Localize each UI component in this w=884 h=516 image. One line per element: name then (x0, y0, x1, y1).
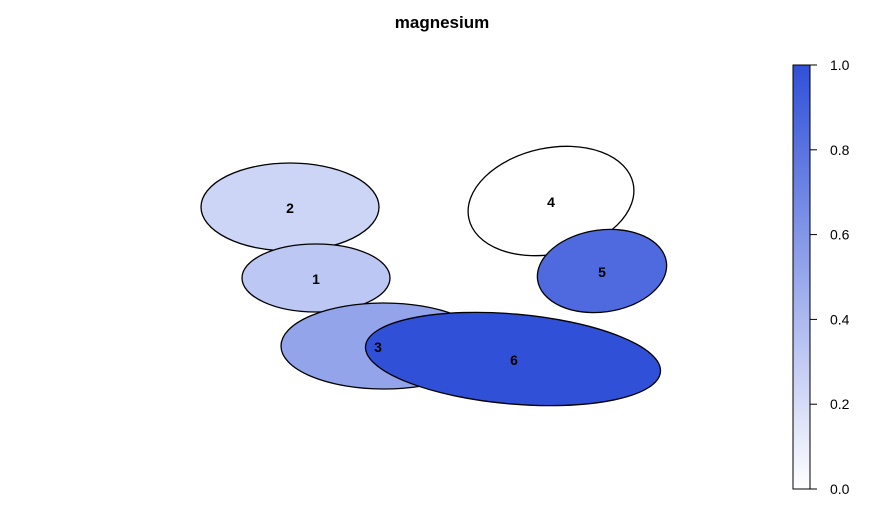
colorbar-tick-label: 0.6 (830, 227, 850, 243)
colorbar-tick-label: 0.0 (830, 481, 850, 497)
colorbar-tick-label: 0.4 (830, 311, 850, 327)
ellipse-set-5 (536, 228, 668, 314)
colorbar-ticks: 0.0 0.2 0.4 0.6 0.8 1.0 (810, 57, 850, 497)
colorbar-tick-label: 1.0 (830, 57, 850, 73)
ellipse-label-5: 5 (598, 264, 606, 280)
ellipse-label-6: 6 (510, 352, 518, 368)
colorbar-tick-label: 0.2 (830, 396, 850, 412)
ellipse-label-4: 4 (547, 194, 555, 210)
colorbar-tick-label: 0.8 (830, 142, 850, 158)
ellipse-label-1: 1 (312, 271, 320, 287)
chart-title: magnesium (395, 13, 489, 32)
ellipse-set-6 (364, 311, 662, 407)
ellipse-set-1 (241, 243, 391, 313)
ellipse-label-layer: 2 1 4 5 3 6 (286, 194, 606, 368)
colorbar-gradient (792, 64, 811, 490)
ellipse-layer (200, 145, 668, 407)
colorbar: 0.0 0.2 0.4 0.6 0.8 1.0 (792, 57, 850, 497)
ellipse-label-2: 2 (286, 200, 294, 216)
ellipse-label-3: 3 (374, 339, 382, 355)
